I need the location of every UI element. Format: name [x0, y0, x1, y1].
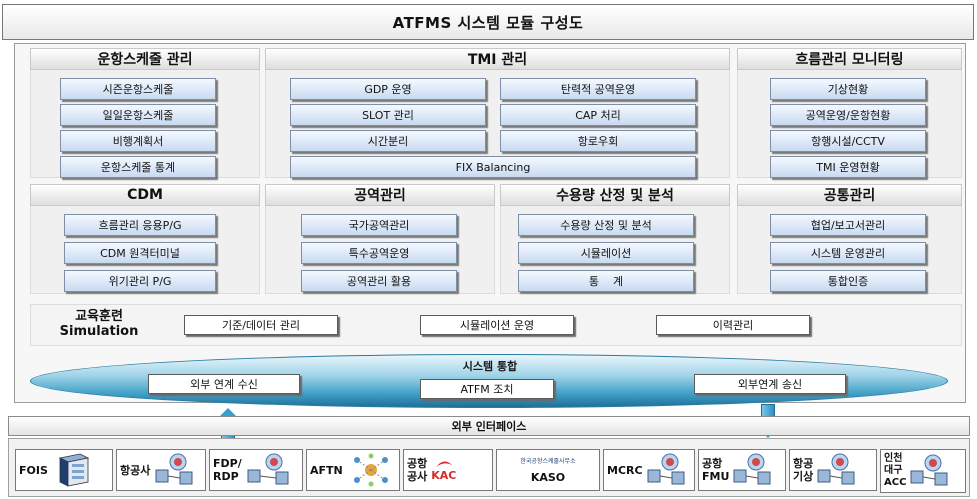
panel-flow-monitor-title: 흐름관리 모니터링	[737, 48, 962, 70]
module-simulation: 시뮬레이션	[518, 242, 694, 264]
module-fix-balancing: FIX Balancing	[290, 156, 696, 178]
module-report: 협업/보고서관리	[770, 214, 926, 236]
panel-cdm-title: CDM	[30, 184, 260, 206]
module-tmi-status: TMI 운영현황	[770, 156, 926, 178]
module-schedule-stats: 운항스케줄 통계	[60, 156, 216, 178]
computer-network-icon	[817, 453, 855, 485]
computer-network-icon	[247, 453, 289, 485]
interface-title: 외부 인터페이스	[8, 416, 970, 436]
module-slot: SLOT 관리	[290, 104, 486, 126]
kac-bird-icon	[435, 460, 452, 467]
system-fois-label: FOIS	[19, 463, 48, 477]
module-time-separation: 시간분리	[290, 130, 486, 152]
system-kac-label: 공항 공사	[407, 457, 428, 483]
module-weather: 기상현황	[770, 78, 926, 100]
system-kaso-label: KASO	[530, 471, 566, 484]
system-airport-fmu: 공항 FMU	[698, 449, 786, 491]
kac-logo-text: KAC	[431, 468, 457, 482]
integration-receive: 외부 연계 수신	[148, 374, 300, 394]
module-system-ops: 시스템 운영관리	[770, 242, 926, 264]
system-airline: 항공사	[116, 449, 206, 491]
system-fois: FOIS	[15, 449, 113, 491]
integration-title: 시스템 통합	[462, 360, 518, 373]
computer-network-icon	[910, 454, 948, 486]
module-season-schedule: 시즌운항스케줄	[60, 78, 216, 100]
system-kac: 공항 공사 KAC	[403, 449, 493, 491]
module-daily-schedule: 일일운항스케줄	[60, 104, 216, 126]
module-crisis-pg: 위기관리 P/G	[64, 270, 216, 292]
system-aftn-label: AFTN	[310, 463, 343, 477]
panel-airspace-title: 공역관리	[265, 184, 495, 206]
system-aviation-weather: 항공 기상	[789, 449, 877, 491]
kaso-logo-icon: 한국공항스케줄사무소	[520, 458, 576, 465]
diagram-title: ATFMS 시스템 모듈 구성도	[2, 4, 974, 40]
integration-atfm: ATFM 조치	[420, 379, 554, 399]
system-aviation-weather-label: 항공 기상	[793, 457, 814, 483]
panel-schedule-title: 운항스케줄 관리	[30, 48, 260, 70]
module-cdm-terminal: CDM 원격터미널	[64, 242, 216, 264]
system-airport-fmu-label: 공항 FMU	[702, 457, 730, 483]
network-nodes-icon	[353, 453, 388, 487]
training-data-mgmt: 기준/데이터 관리	[184, 315, 338, 335]
module-auth: 통합인증	[770, 270, 926, 292]
module-national-airspace: 국가공역관리	[301, 214, 457, 236]
system-acc-label: 인천 대구 ACC	[884, 453, 907, 488]
training-label-en: Simulation	[59, 324, 139, 339]
system-aftn: AFTN	[306, 449, 400, 491]
computer-network-icon	[647, 453, 685, 485]
training-history: 이력관리	[656, 315, 810, 335]
module-navaid-cctv: 항행시설/CCTV	[770, 130, 926, 152]
system-acc: 인천 대구 ACC	[880, 449, 966, 493]
system-fdp-rdp-label: FDP/ RDP	[213, 457, 242, 483]
module-airspace-ops: 공역운영/운항현황	[770, 104, 926, 126]
panel-capacity-title: 수용량 산정 및 분석	[500, 184, 730, 206]
module-reroute: 항로우회	[500, 130, 696, 152]
system-airline-label: 항공사	[120, 464, 151, 477]
training-sim-ops: 시뮬레이션 운영	[420, 315, 574, 335]
module-flow-app: 흐름관리 응용P/G	[64, 214, 216, 236]
system-fdp-rdp: FDP/ RDP	[209, 449, 303, 491]
module-capacity-analysis: 수용량 산정 및 분석	[518, 214, 694, 236]
server-tower-icon	[58, 453, 90, 487]
module-statistics: 통 계	[518, 270, 694, 292]
module-flight-plan: 비행계획서	[60, 130, 216, 152]
system-mcrc: MCRC	[603, 449, 695, 491]
module-flexible-airspace: 탄력적 공역운영	[500, 78, 696, 100]
kac-logo-icon: KAC	[431, 459, 456, 482]
module-gdp: GDP 운영	[290, 78, 486, 100]
module-airspace-use: 공역관리 활용	[301, 270, 457, 292]
panel-common-title: 공통관리	[737, 184, 962, 206]
panel-tmi-title: TMI 관리	[265, 48, 730, 70]
training-label: 교육훈련 Simulation	[44, 309, 154, 343]
training-label-ko: 교육훈련	[75, 309, 123, 324]
module-special-airspace: 특수공역운영	[301, 242, 457, 264]
system-mcrc-label: MCRC	[607, 463, 643, 477]
module-cap: CAP 처리	[500, 104, 696, 126]
computer-network-icon	[155, 453, 193, 485]
computer-network-icon	[733, 453, 771, 485]
integration-send: 외부연계 송신	[694, 374, 846, 394]
system-kaso: 한국공항스케줄사무소 KASO	[496, 449, 600, 491]
